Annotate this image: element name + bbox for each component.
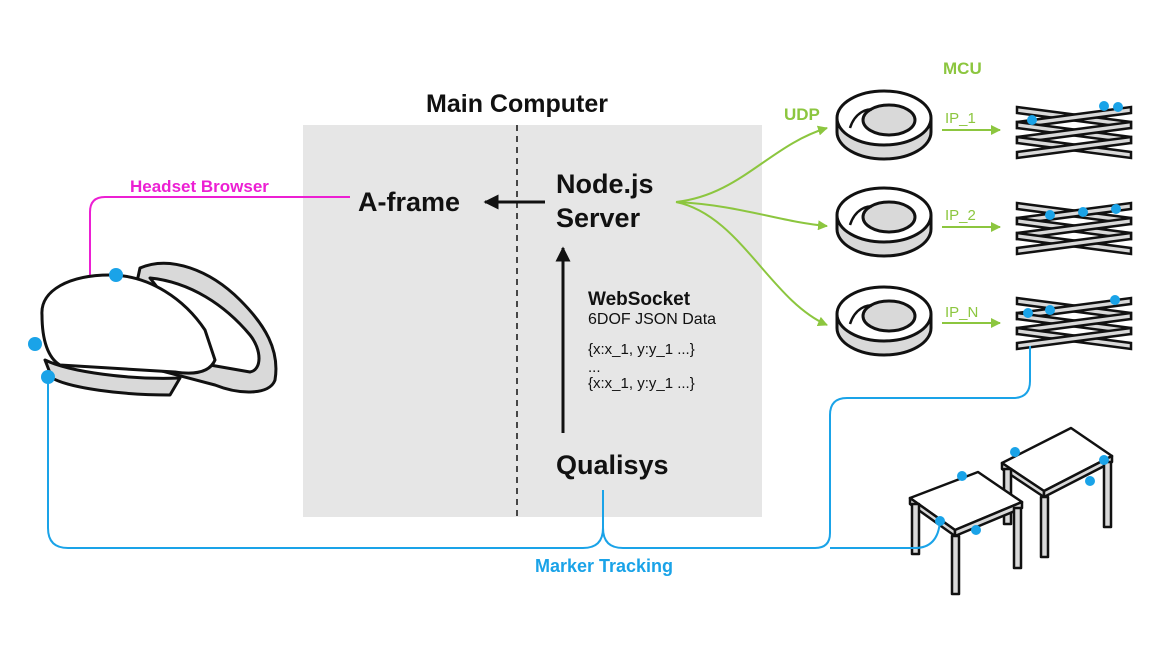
- json-sample-line-2: {x:x_1, y:y_1 ...}: [588, 375, 695, 392]
- table-icon: [908, 470, 1024, 596]
- main-computer-title: Main Computer: [426, 90, 608, 118]
- main-computer-panel: [303, 125, 762, 517]
- scissor-marker: [1113, 102, 1123, 112]
- json-sample-line-1: {x:x_1, y:y_1 ...}: [588, 341, 695, 358]
- scissor-mechanism-icon: [1015, 296, 1133, 351]
- table-marker: [1099, 455, 1109, 465]
- udp-links: [675, 125, 828, 326]
- mcu-device-icon: [835, 89, 933, 161]
- table-marker: [1010, 447, 1020, 457]
- mcu-device-icon: [835, 285, 933, 357]
- scissor-mechanism-icon: [1015, 105, 1133, 160]
- websocket-subtitle: 6DOF JSON Data: [588, 311, 716, 328]
- udp-label: UDP: [784, 105, 820, 124]
- scissor-marker: [1027, 115, 1037, 125]
- table-marker: [971, 525, 981, 535]
- scissor-marker: [1045, 305, 1055, 315]
- headset-browser-label: Headset Browser: [130, 177, 269, 196]
- mcu-label: MCU: [943, 59, 982, 78]
- scissor-marker: [1099, 101, 1109, 111]
- node-server-label-line1: Node.js: [556, 169, 654, 199]
- vr-headset-icon: [40, 261, 278, 397]
- marker-tracking-label: Marker Tracking: [535, 556, 673, 576]
- aframe-label: A-frame: [358, 187, 460, 217]
- websocket-title: WebSocket: [588, 289, 691, 310]
- scissor-marker: [1078, 207, 1088, 217]
- marker-tracking-links: [47, 346, 1031, 549]
- mcu-device-icon: [835, 186, 933, 258]
- ip-n-label: IP_N: [945, 304, 978, 321]
- scissor-marker: [1045, 210, 1055, 220]
- headset-marker: [109, 268, 123, 282]
- table-marker: [1085, 476, 1095, 486]
- headset-browser-link: [85, 196, 350, 323]
- table-marker: [957, 471, 967, 481]
- scissor-marker: [1110, 295, 1120, 305]
- scissor-marker: [1023, 308, 1033, 318]
- qualisys-label: Qualisys: [556, 450, 669, 480]
- headset-marker: [28, 337, 42, 351]
- ip-1-label: IP_1: [945, 110, 976, 127]
- scissor-marker: [1111, 204, 1121, 214]
- ip-2-label: IP_2: [945, 207, 976, 224]
- json-sample-ellipsis: ...: [588, 359, 601, 376]
- node-server-label-line2: Server: [556, 203, 641, 233]
- scissor-mechanism-icon: [1015, 201, 1133, 256]
